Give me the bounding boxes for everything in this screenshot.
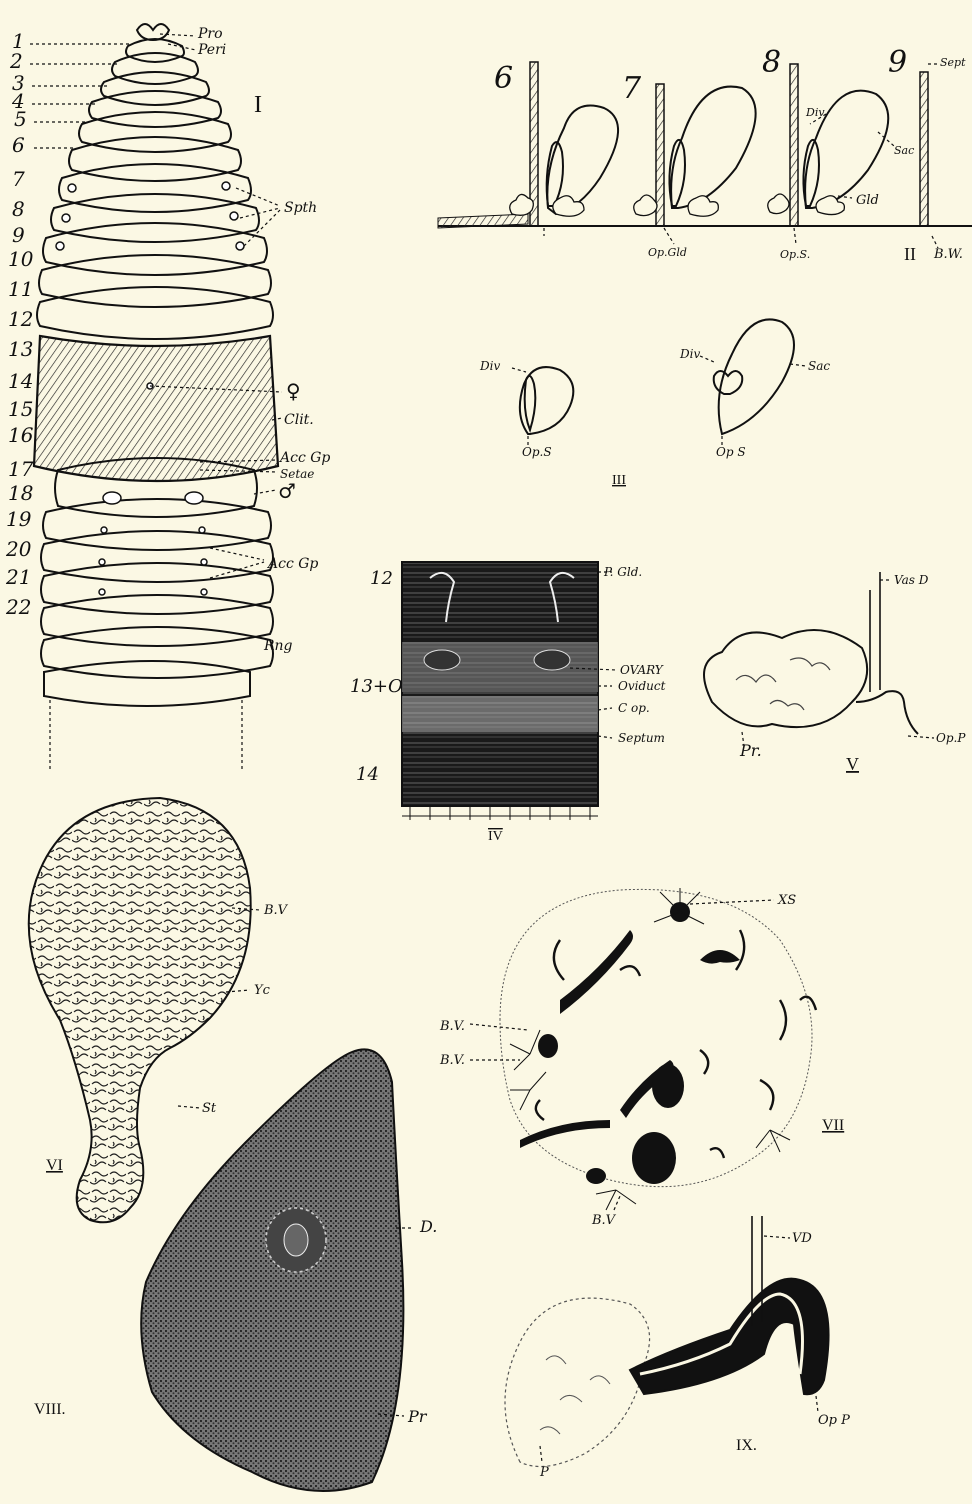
fig2-seg-6: 6 — [494, 61, 513, 96]
fig4-seg-14: 14 — [356, 764, 379, 785]
fig8-label-pr: Pr — [407, 1407, 428, 1426]
figure-9-prostate-duct: VD Op P P IX. — [505, 1216, 850, 1480]
fig9-label-op-p: Op P — [818, 1413, 850, 1428]
fig2-label-sept: Sept — [940, 56, 966, 69]
figure-1-earthworm: 1 2 3 4 5 6 7 8 9 10 11 12 13 14 15 16 1… — [5, 24, 330, 770]
seg-number: 13 — [8, 337, 33, 361]
fig3-label-sac: Sac — [808, 359, 830, 373]
seg-number: 10 — [8, 247, 34, 271]
figure-8-numeral: VIII. — [34, 1401, 66, 1418]
figure-2-spermathecae: 6 7 8 9 Div Sac Gld Sept Op.Gld Op.S. B.… — [438, 45, 972, 264]
fig2-seg-9: 9 — [888, 45, 907, 80]
seg-number: 16 — [8, 423, 34, 447]
seg-number: 19 — [6, 507, 32, 531]
fig3-label-div-b: Div — [679, 347, 700, 361]
figure-4-section: 12 13+O 14 P. Gld. OVARY Oviduct C op. S… — [350, 562, 666, 844]
seg-number: 9 — [12, 223, 25, 247]
seg-number: 11 — [8, 277, 33, 301]
fig2-label-bw: B.W. — [933, 247, 963, 262]
label-peri: Peri — [197, 42, 226, 58]
fig4-label-c-op: C op. — [618, 701, 650, 715]
seg-number: 20 — [5, 537, 32, 561]
seg-number: 17 — [8, 457, 34, 481]
seg-number: 7 — [12, 167, 25, 191]
label-pro: Pro — [197, 26, 223, 42]
fig6-label-bv: B.V — [263, 903, 289, 918]
figure-2-numeral: II — [904, 244, 916, 264]
fig2-seg-8: 8 — [762, 45, 781, 80]
figure-4-numeral: IV — [488, 829, 503, 844]
seg-number: 12 — [8, 307, 33, 331]
fig6-label-st: St — [202, 1101, 217, 1116]
fig6-label-yc: Yc — [254, 983, 271, 998]
fig2-label-div: Div — [805, 106, 825, 119]
fig3-label-op-s-a: Op.S — [522, 445, 552, 459]
fig9-label-p: P — [539, 1465, 549, 1480]
fig2-label-op-s: Op.S. — [780, 248, 810, 261]
fig4-label-p-gld: P. Gld. — [603, 565, 642, 579]
fig2-label-op-gld: Op.Gld — [648, 246, 687, 259]
figure-5-prostate: Vas D Pr. Op.P V — [704, 572, 966, 774]
seg-number: 21 — [5, 565, 31, 589]
figure-1-segment-numbers: 1 2 3 4 5 6 7 8 9 10 11 12 13 14 15 16 1… — [5, 29, 34, 619]
seg-number: 5 — [14, 107, 27, 131]
fig9-label-vd: VD — [792, 1231, 812, 1246]
seg-number: 8 — [12, 197, 25, 221]
fig7-label-xs: XS — [777, 893, 796, 908]
fig7-label-bv-1: B.V. — [439, 1019, 465, 1034]
fig7-label-bv-2: B.V. — [439, 1053, 465, 1068]
fig4-label-oviduct: Oviduct — [618, 679, 666, 693]
fig8-label-d: D. — [419, 1217, 437, 1236]
fig5-label-pr: Pr. — [739, 741, 762, 760]
label-rng: Rng — [263, 638, 293, 654]
figure-6-numeral: VI — [46, 1157, 63, 1174]
label-acc-gp-1: Acc Gp — [278, 450, 330, 466]
figure-7-numeral: VII — [822, 1117, 844, 1134]
figure-3-numeral: III — [612, 473, 626, 488]
seg-number: 6 — [12, 133, 25, 157]
figure-1-numeral: I — [254, 92, 262, 118]
seg-number: 22 — [5, 595, 31, 619]
fig4-label-ovary: OVARY — [620, 663, 664, 677]
fig5-label-vas-d: Vas D — [894, 573, 929, 587]
fig2-label-gld: Gld — [856, 193, 879, 208]
label-female: ♀ — [286, 379, 301, 403]
figure-5-numeral: V — [846, 754, 859, 774]
fig4-seg-13-o: 13+O — [350, 676, 403, 697]
fig5-label-op-p: Op.P — [936, 731, 966, 745]
seg-number: 14 — [8, 369, 33, 393]
fig3-label-op-s-b: Op S — [716, 445, 746, 459]
fig2-seg-7: 7 — [622, 71, 642, 106]
label-spth: Spth — [284, 200, 317, 216]
fig4-seg-12: 12 — [370, 568, 393, 589]
figure-7-cross-section: XS B.V. B.V. B.V VII — [439, 888, 844, 1228]
figure-9-numeral: IX. — [736, 1437, 757, 1454]
label-clit: Clit. — [284, 412, 314, 428]
figure-3-spermathecae-detail: Div Op.S Div Sac Op S III — [479, 319, 830, 488]
fig7-label-bv-3: B.V — [591, 1213, 617, 1228]
label-male: ♂ — [278, 479, 296, 503]
seg-number: 15 — [8, 397, 33, 421]
fig3-label-div-a: Div — [479, 359, 500, 373]
seg-number: 2 — [9, 49, 23, 73]
label-acc-gp-2: Acc Gp — [266, 556, 318, 572]
fig4-label-septum: Septum — [618, 731, 665, 745]
fig2-label-sac: Sac — [894, 144, 914, 157]
seg-number: 18 — [8, 481, 33, 505]
